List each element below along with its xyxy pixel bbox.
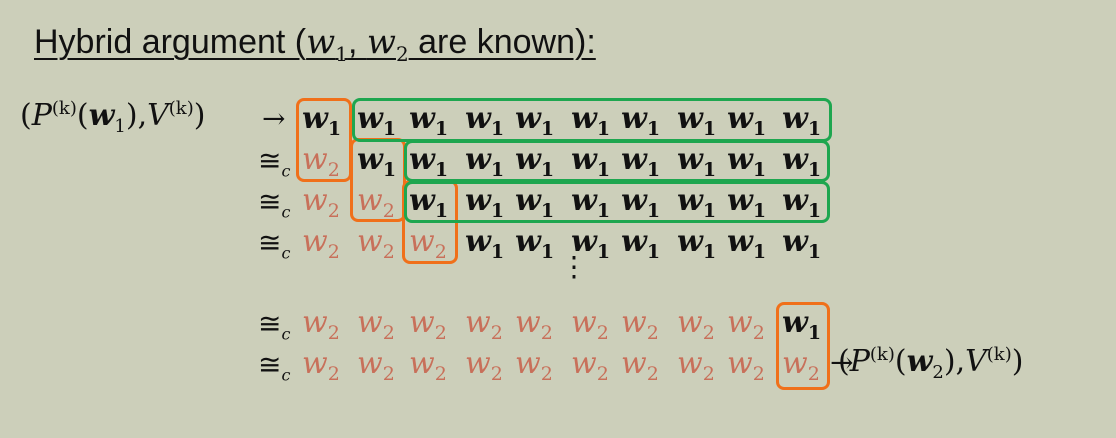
orange-box bbox=[350, 138, 406, 222]
w1-token: w1 bbox=[357, 142, 397, 181]
green-box bbox=[352, 98, 832, 142]
w1-token: w1 bbox=[782, 305, 822, 344]
w1-token: w1 bbox=[782, 183, 822, 222]
w1-token: w1 bbox=[465, 142, 505, 181]
w2-token: w2 bbox=[515, 305, 553, 344]
w2-token: w2 bbox=[357, 346, 395, 385]
w1-token: w1 bbox=[677, 142, 717, 181]
orange-box bbox=[776, 302, 830, 390]
w2-token: w2 bbox=[621, 346, 659, 385]
w1-token: w1 bbox=[515, 101, 555, 140]
w2-token: w2 bbox=[621, 305, 659, 344]
orange-box bbox=[296, 98, 352, 182]
w1-token: w1 bbox=[515, 183, 555, 222]
w1-token: w1 bbox=[727, 142, 767, 181]
w2-token: w2 bbox=[409, 305, 447, 344]
w2-token: w2 bbox=[302, 224, 340, 263]
w1-token: w1 bbox=[571, 183, 611, 222]
w1-token: w1 bbox=[571, 101, 611, 140]
w1-token: w1 bbox=[465, 101, 505, 140]
green-box bbox=[404, 140, 830, 182]
w2-token: w2 bbox=[357, 224, 395, 263]
w1-token: w1 bbox=[571, 224, 611, 263]
w1-token: w1 bbox=[621, 183, 661, 222]
cong-c-symbol: ≅c bbox=[258, 226, 291, 263]
w1-token: w1 bbox=[727, 183, 767, 222]
w1-token: w1 bbox=[782, 142, 822, 181]
w2-token: w2 bbox=[302, 305, 340, 344]
cong-c-symbol: ≅c bbox=[258, 348, 291, 385]
lhs-interaction: (P(k)(w1),V(k)) bbox=[20, 98, 206, 137]
w2-token: w2 bbox=[302, 142, 340, 181]
w1-token: w1 bbox=[677, 101, 717, 140]
w2-token: w2 bbox=[727, 305, 765, 344]
w2-token: w2 bbox=[515, 346, 553, 385]
green-box bbox=[404, 181, 830, 223]
rhs-interaction: (P(k)(w2),V(k)) bbox=[838, 344, 1024, 383]
w2-token: w2 bbox=[727, 346, 765, 385]
w2-token: w2 bbox=[571, 305, 609, 344]
w1-token: w1 bbox=[409, 101, 449, 140]
w2-token: w2 bbox=[677, 346, 715, 385]
w2-token: w2 bbox=[357, 183, 395, 222]
w1-token: w1 bbox=[409, 183, 449, 222]
cong-c-symbol: ≅c bbox=[258, 185, 291, 222]
w1-token: w1 bbox=[409, 142, 449, 181]
w1-token: w1 bbox=[515, 142, 555, 181]
w2-token: w2 bbox=[571, 346, 609, 385]
w1-token: w1 bbox=[465, 224, 505, 263]
w2-token: w2 bbox=[782, 346, 820, 385]
w1-token: w1 bbox=[465, 183, 505, 222]
w2-token: w2 bbox=[465, 305, 503, 344]
w1-token: w1 bbox=[571, 142, 611, 181]
cong-c-symbol: ≅c bbox=[258, 307, 291, 344]
w2-token: w2 bbox=[677, 305, 715, 344]
w1-token: w1 bbox=[727, 224, 767, 263]
w1-token: w1 bbox=[621, 101, 661, 140]
w1-token: w1 bbox=[621, 224, 661, 263]
w1-token: w1 bbox=[357, 101, 397, 140]
w2-token: w2 bbox=[409, 224, 447, 263]
w1-token: w1 bbox=[677, 224, 717, 263]
vertical-ellipsis: ⋮ bbox=[560, 250, 588, 283]
w2-token: w2 bbox=[409, 346, 447, 385]
w1-token: w1 bbox=[677, 183, 717, 222]
arrow-in: → bbox=[262, 102, 286, 135]
w1-token: w1 bbox=[515, 224, 555, 263]
w1-token: w1 bbox=[727, 101, 767, 140]
arrow-out: → bbox=[830, 346, 854, 379]
w2-token: w2 bbox=[357, 305, 395, 344]
w1-token: w1 bbox=[621, 142, 661, 181]
slide-title: Hybrid argument (w1, w2 are known): bbox=[34, 22, 596, 66]
w1-token: w1 bbox=[302, 101, 342, 140]
w2-token: w2 bbox=[302, 346, 340, 385]
w1-token: w1 bbox=[782, 224, 822, 263]
w2-token: w2 bbox=[302, 183, 340, 222]
w2-token: w2 bbox=[465, 346, 503, 385]
cong-c-symbol: ≅c bbox=[258, 144, 291, 181]
w1-token: w1 bbox=[782, 101, 822, 140]
